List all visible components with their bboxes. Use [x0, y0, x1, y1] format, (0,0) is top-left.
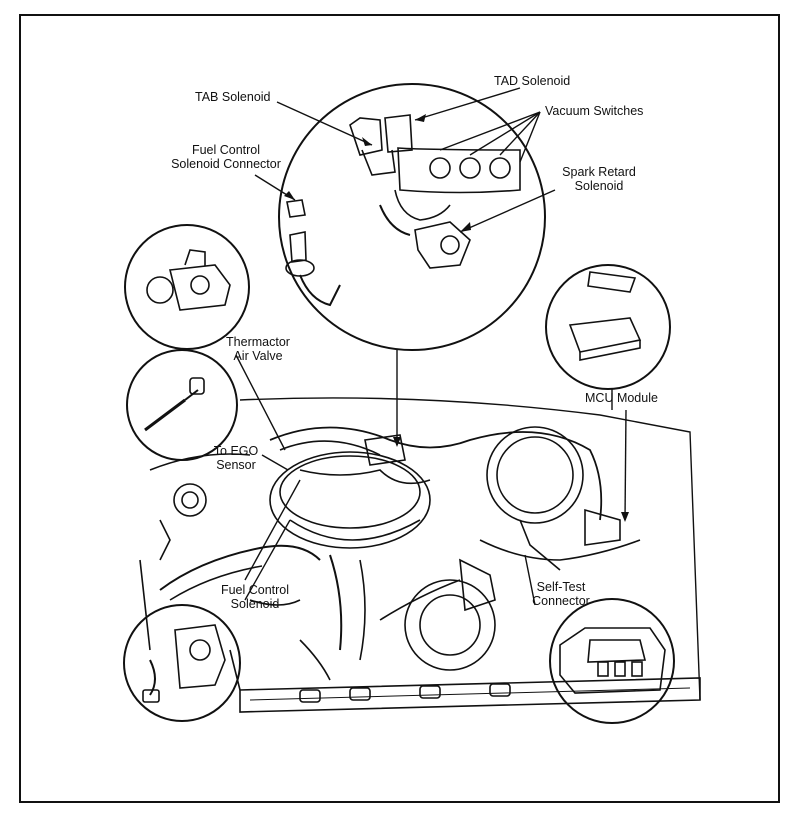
detail-circle-fuel-solenoid [123, 604, 241, 722]
label-vacuum-switches: Vacuum Switches [545, 104, 644, 118]
label-spark-retard-solenoid: Spark Retard Solenoid [562, 165, 636, 193]
label-fuel-control-connector: Fuel Control Solenoid Connector [171, 143, 281, 171]
label-tab-solenoid: TAB Solenoid [195, 90, 271, 104]
label-tad-solenoid: TAD Solenoid [494, 74, 571, 88]
detail-circle-self-test [549, 598, 675, 724]
detail-circle-mcu [545, 264, 671, 390]
label-ego-sensor: To EGO Sensor [213, 444, 259, 472]
detail-circle-ego [126, 349, 238, 461]
label-mcu-module: MCU Module [585, 391, 658, 405]
figure-border [19, 14, 780, 803]
solenoid-cluster [285, 114, 521, 307]
label-thermactor-air-valve: Thermactor Air Valve [226, 335, 290, 363]
detail-circle-solenoids [278, 83, 546, 351]
label-fuel-control-solenoid: Fuel Control Solenoid [220, 583, 290, 611]
detail-circle-thermactor [124, 224, 250, 350]
label-self-test-connector: Self-Test Connector [532, 580, 590, 608]
engine-compartment [139, 397, 701, 713]
leader-lines [235, 87, 627, 606]
